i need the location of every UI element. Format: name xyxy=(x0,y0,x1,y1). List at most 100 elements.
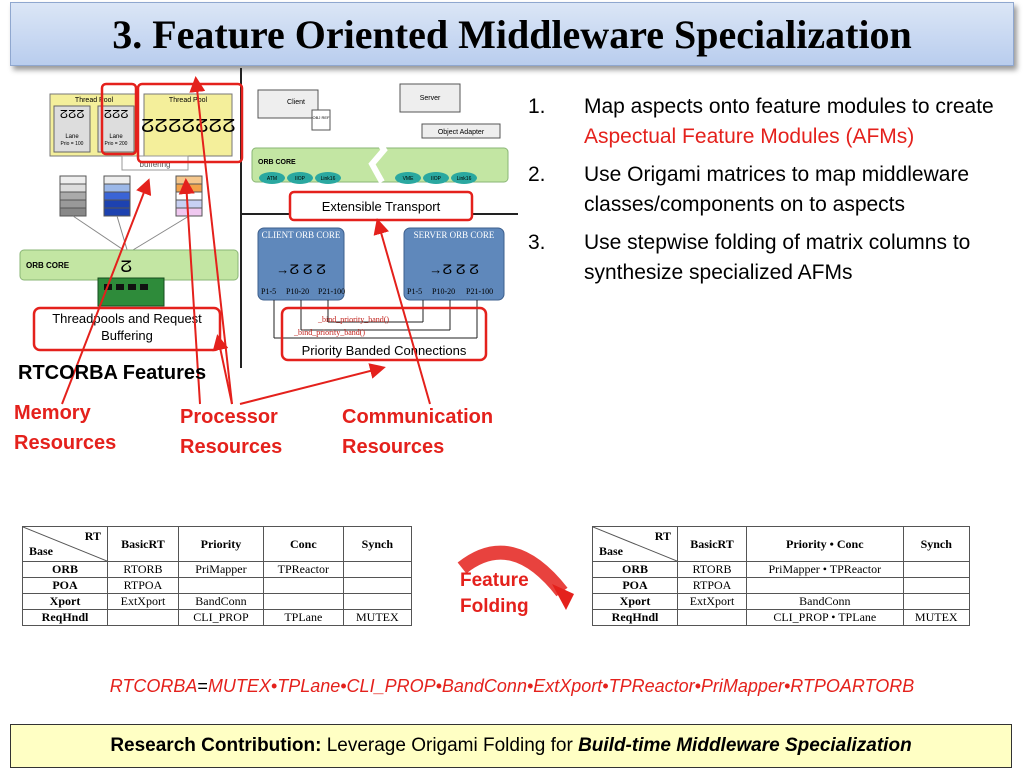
afm-highlight: Aspectual Feature Modules (AFMs) xyxy=(584,125,915,148)
corner-base: Base xyxy=(599,544,623,558)
composition-formula: RTCORBA=MUTEX•TPLane•CLI_PROP•BandConn•E… xyxy=(0,676,1024,697)
priority-label: P21-100 xyxy=(318,287,345,296)
item-text: Use Origami matrices to map middleware c… xyxy=(584,163,970,216)
client-box xyxy=(257,89,319,119)
matrix-column-header: Conc xyxy=(262,526,344,562)
matrix-cell xyxy=(902,561,971,578)
matrix-cell: CLI_PROP • TPLane xyxy=(746,609,904,626)
extensible-transport-label: Extensible Transport xyxy=(322,199,441,214)
protocol-label: ATM xyxy=(267,176,277,182)
obj-ref-label: OBJ REF xyxy=(313,115,330,120)
svg-text:→ⵒ ⵒ ⵒ: →ⵒ ⵒ ⵒ xyxy=(276,262,326,277)
matrix-cell: RTPOA xyxy=(676,577,748,594)
matrix-column-header: Priority xyxy=(177,526,264,562)
contribution-emphasis: Build-time Middleware Specialization xyxy=(578,735,912,756)
item-number: 2. xyxy=(528,163,546,186)
approach-item: 3. Use stepwise folding of matrix column… xyxy=(528,228,1018,288)
threadpools-callout xyxy=(32,306,222,352)
matrix-row: POA RTPOA xyxy=(22,577,413,594)
obj-ref-box xyxy=(311,109,331,131)
folding-arrowhead xyxy=(552,584,574,610)
processor-resources-label: Processor Resources xyxy=(180,406,283,458)
matrix-row: ORB RTORB PriMapper • TPReactor xyxy=(592,561,971,578)
lane-box-2 xyxy=(97,105,135,153)
priority-label: P1-5 xyxy=(407,287,422,296)
matrix-row: Xport ExtXport BandConn xyxy=(592,593,971,610)
svg-text:ⵒ: ⵒ xyxy=(120,259,132,276)
matrix-row-header: POA xyxy=(592,577,678,594)
matrix-row-header: Xport xyxy=(592,593,678,610)
matrix-column-header: BasicRT xyxy=(676,526,748,562)
matrix-row-header: ReqHndl xyxy=(592,609,678,626)
slide-title: 3. Feature Oriented Middleware Specializ… xyxy=(112,11,912,57)
approach-list: 1. Map aspects onto feature modules to c… xyxy=(528,92,1018,296)
protocol-label: IIOP xyxy=(295,176,306,182)
protocol-pills: ATM IIOP Link16 VME IIOP Link16 xyxy=(259,172,477,184)
matrix-cell: RTORB xyxy=(676,561,748,578)
memory-resources-label: Memory Resources xyxy=(14,402,117,454)
priority-banded-label: Priority Banded Connections xyxy=(302,343,467,358)
matrix-cell xyxy=(342,577,413,594)
matrix-cell: ExtXport xyxy=(676,593,748,610)
bind-priority-label-1: _bind_priority_band() xyxy=(317,315,389,324)
matrix-corner: RT Base xyxy=(22,526,108,562)
matrix-cell xyxy=(262,593,344,610)
orb-core-right-label: ORB CORE xyxy=(258,159,296,166)
matrix-cell xyxy=(902,577,971,594)
queue-2 xyxy=(103,175,131,217)
lane-label-1: Lane xyxy=(65,134,79,140)
matrix-row: POA RTPOA xyxy=(592,577,971,594)
title-bar: 3. Feature Oriented Middleware Specializ… xyxy=(10,2,1014,66)
thread-pool-box-2 xyxy=(143,93,233,157)
contribution-text: Leverage Origami Folding for xyxy=(321,735,579,756)
lane-callout xyxy=(100,82,138,156)
lane-label-2: Lane xyxy=(109,134,123,140)
formula-equals: = xyxy=(197,676,208,696)
threadpools-label: Threadpools and Request Buffering xyxy=(52,311,202,343)
matrix-cell xyxy=(676,609,748,626)
matrix-cell xyxy=(342,593,413,610)
folding-arrow xyxy=(457,545,568,597)
protocol-label: Link16 xyxy=(321,176,336,182)
svg-text:ⵒⵒⵒ: ⵒⵒⵒ xyxy=(60,109,85,121)
priority-label: P10-20 xyxy=(286,287,309,296)
matrix-cell: CLI_PROP xyxy=(177,609,264,626)
priority-label: P1-5 xyxy=(261,287,276,296)
origami-matrix-after: RT Base BasicRT Priority • Conc Synch OR… xyxy=(592,526,971,626)
matrix-cell: PriMapper xyxy=(177,561,264,578)
memory-arrow xyxy=(178,178,201,405)
matrix-cell xyxy=(746,577,904,594)
matrix-cell: MUTEX xyxy=(342,609,413,626)
memory-arrow xyxy=(61,178,152,405)
matrix-column-header: Synch xyxy=(342,526,413,562)
svg-text:ⵒⵒⵒⵒⵒⵒⵒ: ⵒⵒⵒⵒⵒⵒⵒ xyxy=(141,116,236,136)
corner-rt: RT xyxy=(654,529,671,543)
item-text: Use stepwise folding of matrix columns t… xyxy=(584,231,971,284)
item-number: 3. xyxy=(528,231,546,254)
matrix-cell: TPReactor xyxy=(262,561,344,578)
thread-pool-label-1: Thread Pool xyxy=(75,97,114,104)
protocol-label: Link16 xyxy=(457,176,472,182)
lane-prio-1: Prio = 100 xyxy=(61,141,84,147)
object-adapter-box xyxy=(421,123,501,139)
matrix-column-header: Priority • Conc xyxy=(746,526,904,562)
matrix-column-header: Synch xyxy=(902,526,971,562)
matrix-row-header: POA xyxy=(22,577,108,594)
matrix-row-header: ORB xyxy=(22,561,108,578)
approach-item: 1. Map aspects onto feature modules to c… xyxy=(528,92,1018,152)
server-box xyxy=(399,83,461,113)
server-orb-core xyxy=(403,227,505,301)
queue-1 xyxy=(59,175,87,217)
item-text: Map aspects onto feature modules to crea… xyxy=(584,95,994,118)
matrix-cell xyxy=(177,577,264,594)
matrix-cell: BandConn xyxy=(177,593,264,610)
corner-rt: RT xyxy=(84,529,101,543)
thread-pool-label-2: Thread Pool xyxy=(169,97,208,104)
item-number: 1. xyxy=(528,95,546,118)
matrix-row: ReqHndl CLI_PROP TPLane MUTEX xyxy=(22,609,413,626)
rtcorba-features-label: RTCORBA Features xyxy=(18,362,207,384)
matrix-corner: RT Base xyxy=(592,526,678,562)
priority-label: P21-100 xyxy=(466,287,493,296)
object-adapter-label: Object Adapter xyxy=(438,129,485,136)
